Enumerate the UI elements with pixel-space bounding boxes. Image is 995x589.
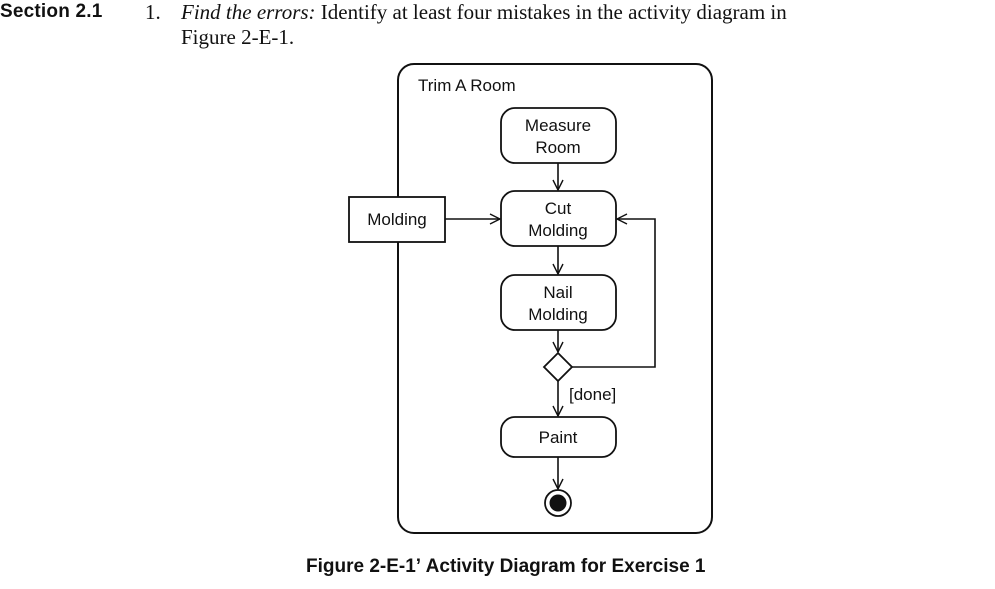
action-paint-label: Paint xyxy=(539,428,578,447)
exercise-text-line2: Figure 2-E-1. xyxy=(181,25,295,49)
action-cut-molding-line1: Cut xyxy=(545,199,572,218)
object-node-molding xyxy=(348,196,446,243)
exercise-text-line1: Identify at least four mistakes in the a… xyxy=(315,0,787,24)
flow-decision-loop-to-cut xyxy=(572,219,656,368)
decision-node xyxy=(542,351,574,383)
section-label: Section 2.1 xyxy=(0,1,103,22)
final-node-inner xyxy=(549,494,567,512)
action-nail-molding-line1: Nail xyxy=(543,283,572,302)
action-measure-room-line2: Room xyxy=(535,138,580,157)
exercise-lead: Find the errors: xyxy=(181,0,316,24)
figure-caption: Figure 2-E-1ʼ Activity Diagram for Exerc… xyxy=(306,556,706,577)
activity-diagram: Trim A Room Molding Measure Room Cut Mol… xyxy=(348,63,713,534)
exercise-question: 1. Find the errors: Identify at least fou… xyxy=(145,0,905,50)
action-measure-room-line1: Measure xyxy=(525,116,591,135)
guard-label: [done] xyxy=(569,385,616,404)
exercise-number: 1. xyxy=(145,0,161,24)
action-cut-molding-line2: Molding xyxy=(528,221,588,240)
action-nail-molding-line2: Molding xyxy=(528,305,588,324)
object-node-label: Molding xyxy=(367,210,427,229)
partition-label: Trim A Room xyxy=(418,76,516,95)
partition-frame xyxy=(397,63,713,534)
